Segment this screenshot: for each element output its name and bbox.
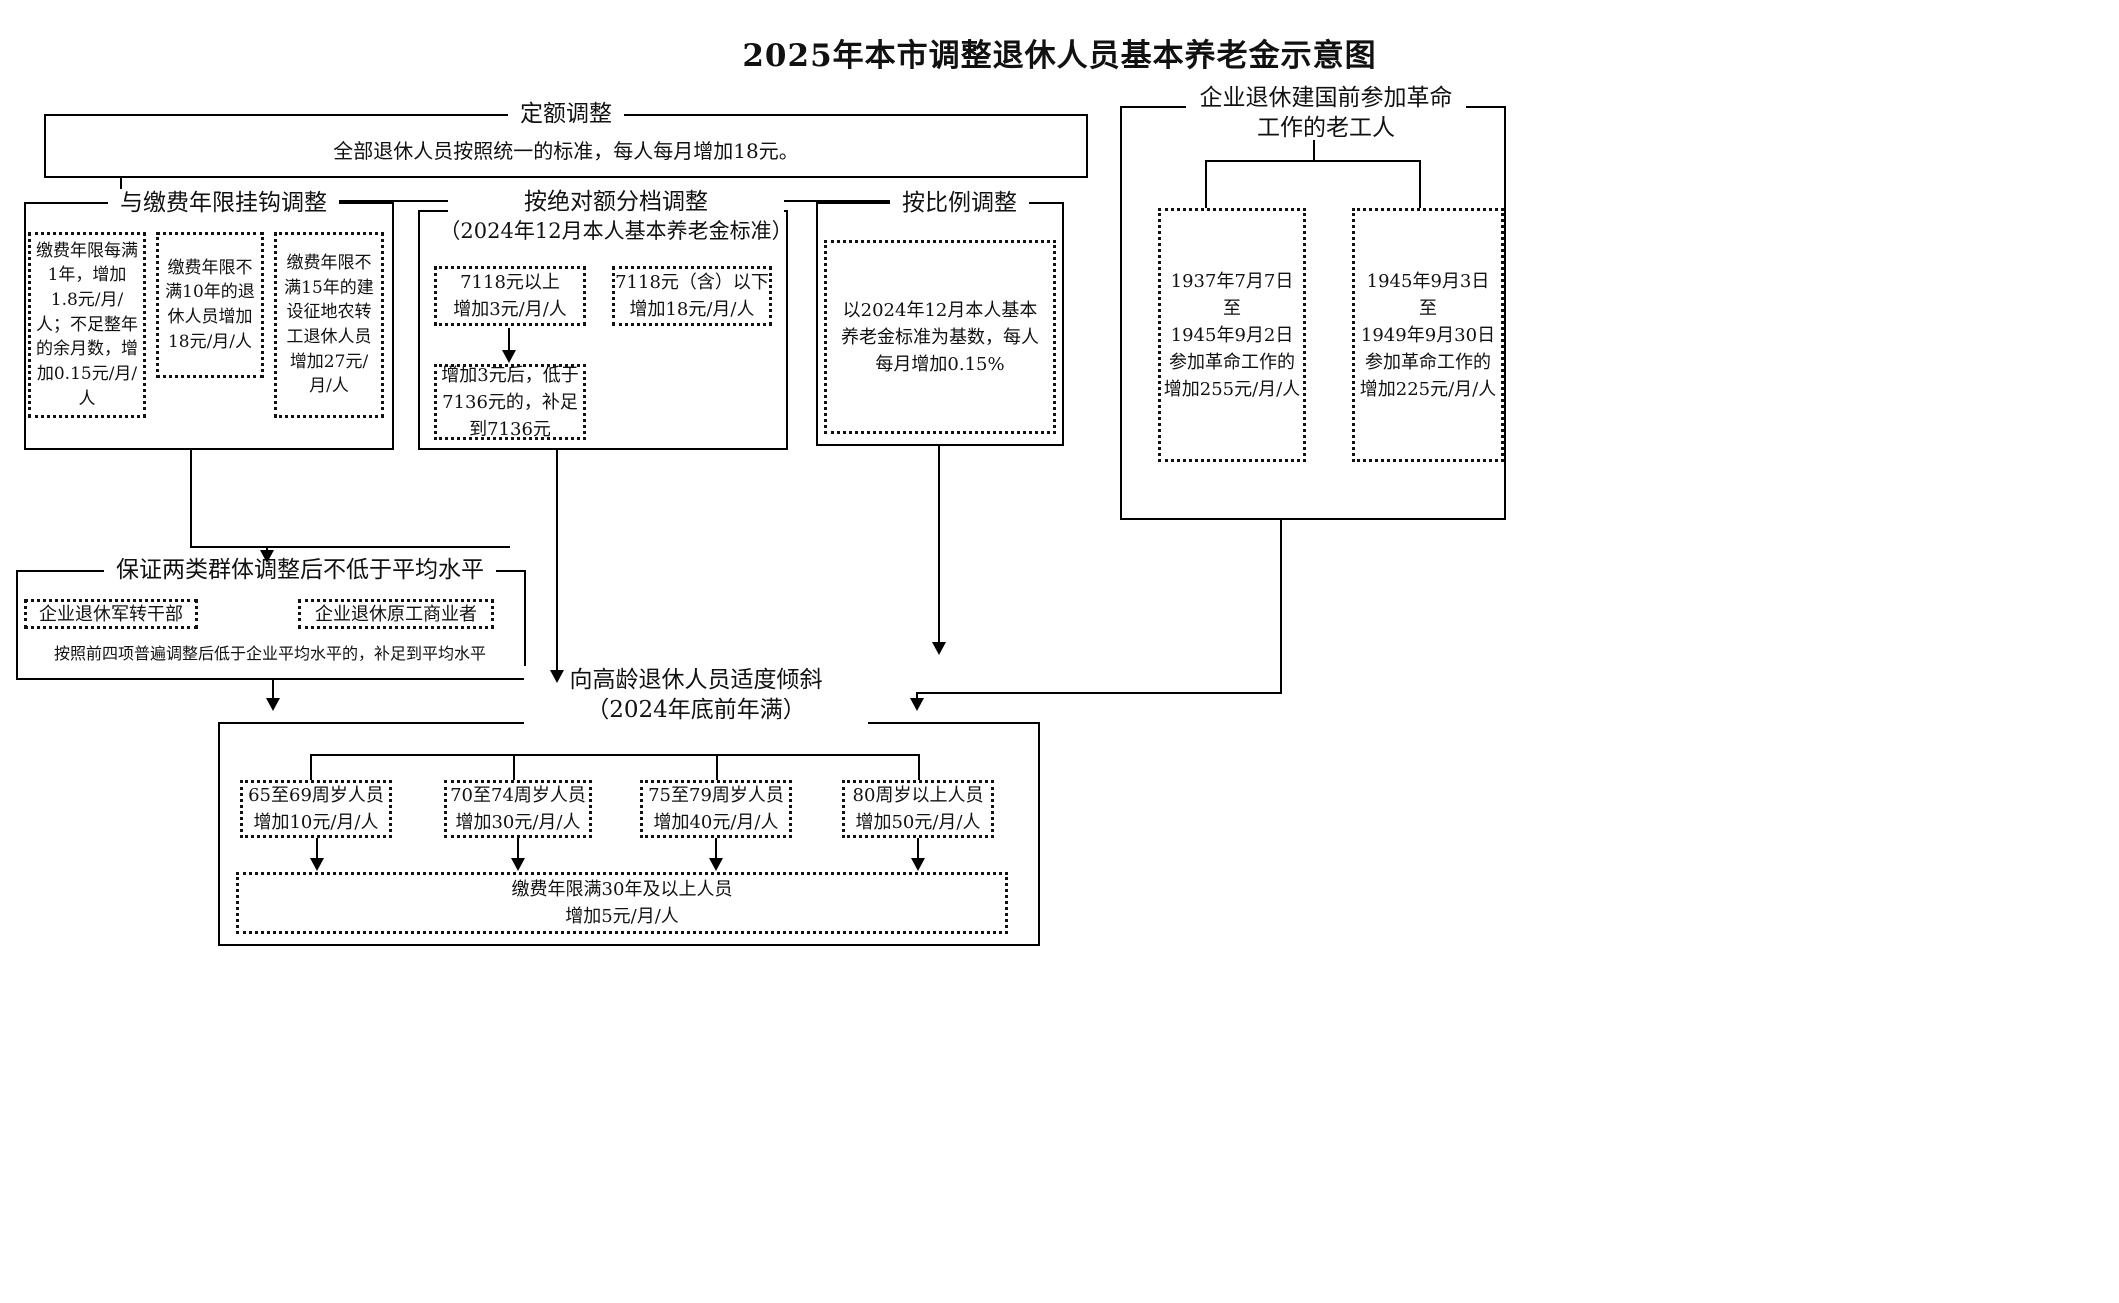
years-linked-legend: 与缴费年限挂钩调整 <box>108 189 339 218</box>
pre-founding-legend: 企业退休建国前参加革命 工作的老工人 <box>1186 84 1466 144</box>
pre-founding-item-2: 1945年9月3日 至 1949年9月30日 参加革命工作的 增加225元/月/… <box>1352 208 1504 462</box>
connector-line <box>508 328 511 352</box>
connector-line <box>715 838 718 864</box>
connector-line <box>1419 160 1422 208</box>
connector-line <box>316 838 319 864</box>
arrow-down-icon <box>511 858 525 871</box>
arrow-down-icon <box>932 642 946 655</box>
pre-founding-item-1: 1937年7月7日 至 1945年9月2日 参加革命工作的 增加255元/月/人 <box>1158 208 1306 462</box>
proportional-legend: 按比例调整 <box>890 189 1029 218</box>
connector-line <box>938 446 941 644</box>
connector-line <box>310 754 313 780</box>
connector-line <box>1280 520 1283 694</box>
proportional-body: 以2024年12月本人基本养老金标准为基数，每人每月增加0.15% <box>824 240 1056 434</box>
connector-line <box>1205 160 1421 163</box>
connector-line <box>310 754 920 757</box>
connector-line <box>272 680 275 702</box>
absolute-tier-legend: 按绝对额分档调整 （2024年12月本人基本养老金标准） <box>439 188 793 246</box>
connector-line <box>916 692 919 702</box>
age-group-box-3: 75至79周岁人员 增加40元/月/人 <box>640 780 792 838</box>
pre-founding-legend-line2: 工作的老工人 <box>1257 114 1395 141</box>
elderly-tilt-legend: 向高龄退休人员适度倾斜 （2024年底前年满） <box>524 666 868 726</box>
absolute-tier-legend-line1: 按绝对额分档调整 <box>524 189 708 215</box>
connector-line <box>513 754 516 780</box>
two-groups-tag-1: 企业退休军转干部 <box>24 599 198 629</box>
pre-founding-legend-line1: 企业退休建国前参加革命 <box>1199 85 1453 111</box>
age-group-box-4: 80周岁以上人员 增加50元/月/人 <box>842 780 994 838</box>
elderly-tilt-bottom-note: 缴费年限满30年及以上人员 增加5元/月/人 <box>236 872 1008 934</box>
arrow-down-icon <box>310 858 324 871</box>
page-title: 2025年本市调整退休人员基本养老金示意图 <box>742 37 1377 74</box>
arrow-down-icon <box>550 670 564 683</box>
arrow-down-icon <box>911 858 925 871</box>
connector-line <box>517 838 520 864</box>
years-linked-item-3: 缴费年限不满15年的建设征地农转工退休人员增加27元/月/人 <box>274 232 384 418</box>
connector-line <box>190 450 193 548</box>
arrow-down-icon <box>502 350 516 363</box>
age-group-box-2: 70至74周岁人员 增加30元/月/人 <box>444 780 592 838</box>
tier-low-box: 7118元（含）以下 增加18元/月/人 <box>612 266 772 326</box>
age-group-box-1: 65至69周岁人员 增加10元/月/人 <box>240 780 392 838</box>
tier-high-box: 7118元以上 增加3元/月/人 <box>434 266 586 326</box>
two-groups-note: 按照前四项普遍调整后低于企业平均水平的，补足到平均水平 <box>53 644 486 664</box>
years-linked-item-1: 缴费年限每满1年，增加1.8元/月/人；不足整年的余月数，增加0.15元/月/人 <box>28 232 146 418</box>
connector-line <box>1205 160 1208 208</box>
absolute-tier-legend-line2: （2024年12月本人基本养老金标准） <box>439 218 793 243</box>
arrow-down-icon <box>709 858 723 871</box>
fixed-adjust-legend: 定额调整 <box>508 100 624 129</box>
two-groups-tag-2: 企业退休原工商业者 <box>298 599 494 629</box>
connector-line <box>190 546 510 549</box>
fixed-adjust-body: 全部退休人员按照统一的标准，每人每月增加18元。 <box>333 139 799 163</box>
connector-line <box>917 838 920 864</box>
connector-line <box>556 450 559 676</box>
arrow-down-icon <box>260 550 274 563</box>
elderly-tilt-legend-line1: 向高龄退休人员适度倾斜 <box>569 667 823 693</box>
tier-makeup-box: 增加3元后，低于7136元的，补足到7136元 <box>434 364 586 440</box>
connector-line <box>716 754 719 780</box>
arrow-down-icon <box>266 698 280 711</box>
connector-line <box>916 692 1282 695</box>
two-groups-legend: 保证两类群体调整后不低于平均水平 <box>104 556 496 585</box>
years-linked-item-2: 缴费年限不满10年的退休人员增加18元/月/人 <box>156 232 264 378</box>
arrow-down-icon <box>910 698 924 711</box>
elderly-tilt-legend-line2: （2024年底前年满） <box>586 696 806 723</box>
connector-line <box>918 754 921 780</box>
connector-line <box>1313 140 1316 162</box>
